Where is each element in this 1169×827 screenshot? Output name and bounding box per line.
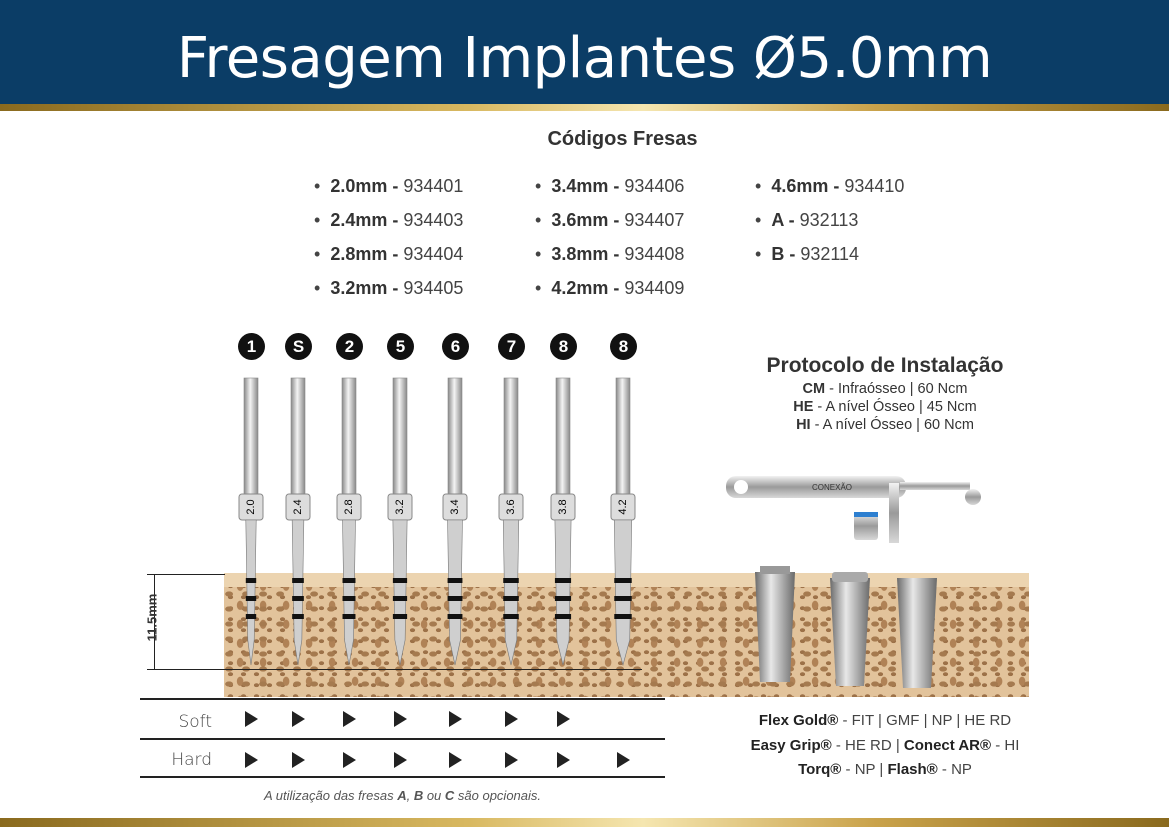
drill-size-label: 3.4 [449, 499, 461, 514]
drill-step-badge: S [285, 333, 312, 360]
drill-size-label: 3.6 [505, 499, 517, 514]
drill-step-badge: 8 [610, 333, 637, 360]
code-item: •3.2mm - 934405 [314, 278, 464, 298]
protocol-line: CM - Infraósseo | 60 Ncm [700, 380, 1070, 398]
drill-size-label: 2.4 [292, 499, 304, 514]
codes-column: •3.4mm - 934406 •3.6mm - 934407 •3.8mm - 9… [535, 176, 684, 312]
hard-bone-step-marker [449, 752, 462, 768]
hard-bone-step-marker [557, 752, 570, 768]
hard-bone-step-marker [505, 752, 518, 768]
hard-bone-step-marker [343, 752, 356, 768]
hard-bone-step-marker [394, 752, 407, 768]
drill-2.0 [238, 377, 264, 666]
gold-footer-stripe [0, 818, 1169, 827]
code-item: •4.6mm - 934410 [755, 176, 905, 196]
table-divider [140, 698, 665, 700]
drill-3.8 [550, 377, 576, 666]
protocol-value: - A nível Ósseo | 45 Ncm [813, 399, 977, 415]
drill-size-label: 2.0 [245, 499, 257, 514]
drill-step-badge: 1 [238, 333, 265, 360]
protocol-key: CM [802, 381, 826, 397]
soft-row-label: Soft [178, 712, 212, 732]
drill-size-label: 3.8 [557, 499, 569, 514]
drill-size-label: 3.2 [394, 499, 406, 514]
protocol-value: - A nível Ósseo | 60 Ncm [810, 417, 974, 433]
implant-line: Easy Grip® - HE RD | Conect AR® - HI [750, 736, 1020, 754]
drill-size-label: 2.8 [343, 499, 355, 514]
protocol-key: HI [796, 417, 811, 433]
soft-bone-step-marker [449, 711, 462, 727]
codes-column: •2.0mm - 934401 •2.4mm - 934403 •2.8mm - 9… [314, 176, 463, 312]
code-item: •2.8mm - 934404 [314, 244, 464, 264]
drill-2.8 [336, 377, 362, 666]
soft-bone-step-marker [394, 711, 407, 727]
dim-tick [147, 574, 225, 575]
compatible-implants: Flex Gold® - FIT | GMF | NP | HE RD Easy… [700, 709, 1070, 783]
drill-size-label: 4.2 [617, 499, 629, 514]
code-item: •B - 932114 [755, 244, 860, 264]
codes-title: Códigos Fresas [547, 128, 698, 150]
hard-bone-step-marker [292, 752, 305, 768]
soft-bone-step-marker [343, 711, 356, 727]
code-item: •3.4mm - 934406 [535, 176, 685, 196]
drill-step-badge: 7 [498, 333, 525, 360]
soft-bone-step-marker [245, 711, 258, 727]
code-item: •A - 932113 [755, 210, 859, 230]
depth-dimension-line [154, 574, 155, 670]
soft-bone-step-marker [505, 711, 518, 727]
drill-3.6 [498, 377, 524, 666]
protocol-line: HE - A nível Ósseo | 45 Ncm [700, 398, 1070, 416]
drill-step-badge: 2 [336, 333, 363, 360]
implant-line: Torq® - NP | Flash® - NP [798, 761, 972, 778]
depth-line [147, 669, 642, 670]
hard-bone-step-marker [245, 752, 258, 768]
protocol-title: Protocolo de Instalação [766, 354, 1004, 377]
protocol-value: - Infraósseo | 60 Ncm [825, 381, 968, 397]
page-title: Fresagem Implantes Ø5.0mm [176, 26, 993, 91]
table-divider [140, 738, 665, 740]
drill-step-badge: 6 [442, 333, 469, 360]
drill-3.2 [387, 377, 413, 666]
protocol-key: HE [793, 399, 814, 415]
soft-bone-step-marker [292, 711, 305, 727]
code-item: •2.0mm - 934401 [314, 176, 464, 196]
code-item: •3.8mm - 934408 [535, 244, 685, 264]
drill-step-badge: 8 [550, 333, 577, 360]
protocol-line: HI - A nível Ósseo | 60 Ncm [700, 416, 1070, 434]
protocol: Protocolo de Instalação CM - Infraósseo … [700, 354, 1070, 434]
code-item: •2.4mm - 934403 [314, 210, 464, 230]
drill-step-badge: 5 [387, 333, 414, 360]
codes-column: •4.6mm - 934410 •A - 932113 •B - 932114 [755, 176, 904, 278]
implant-line: Flex Gold® - FIT | GMF | NP | HE RD [758, 712, 1012, 729]
code-item: •3.6mm - 934407 [535, 210, 685, 230]
drill-3.4 [442, 377, 468, 666]
drill-2.4 [285, 377, 311, 666]
soft-bone-step-marker [557, 711, 570, 727]
gold-stripe [0, 104, 1169, 111]
header: Fresagem Implantes Ø5.0mm [0, 0, 1169, 104]
optional-drills-note: A utilização das fresas A, B ou C são op… [263, 788, 542, 803]
code-item: •4.2mm - 934409 [535, 278, 685, 298]
hard-row-label: Hard [171, 750, 212, 770]
hard-bone-step-marker [617, 752, 630, 768]
table-divider [140, 776, 665, 778]
drill-4.2 [610, 377, 636, 667]
